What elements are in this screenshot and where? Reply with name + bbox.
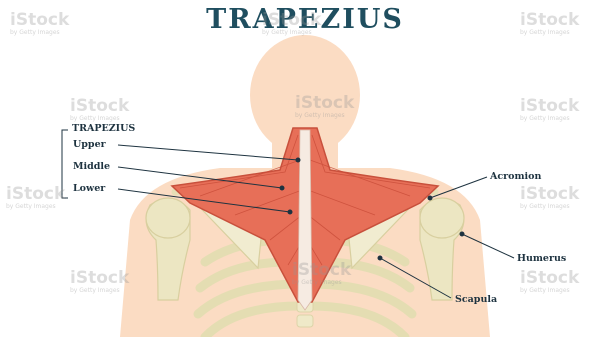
label-scapula: Scapula [455, 294, 497, 305]
label-trapezius-group: TRAPEZIUS [72, 123, 135, 134]
label-middle: Middle [73, 161, 110, 172]
label-lower: Lower [73, 183, 105, 194]
label-upper: Upper [73, 139, 106, 150]
label-humerus: Humerus [517, 253, 566, 264]
label-acromion: Acromion [490, 171, 541, 182]
